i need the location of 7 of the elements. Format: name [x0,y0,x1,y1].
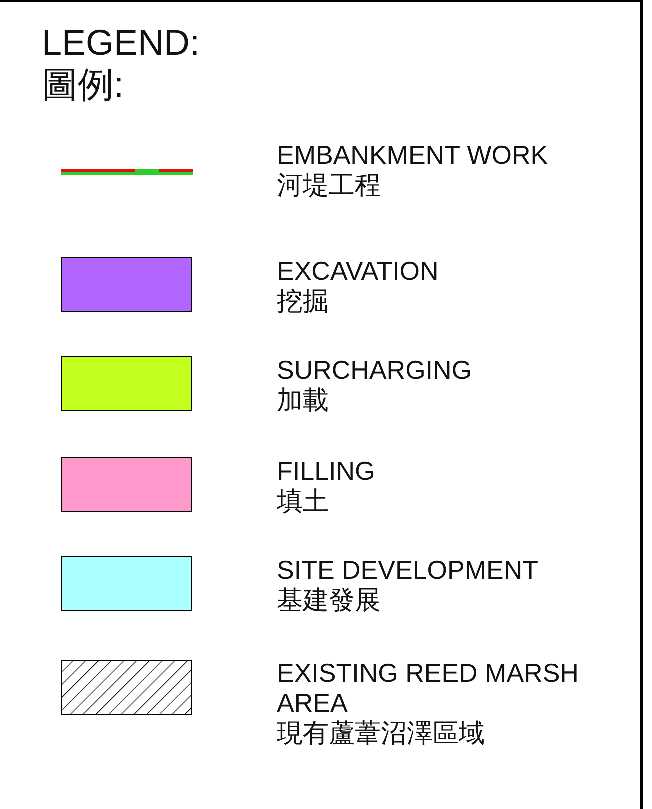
legend-label: EXISTING REED MARSH AREA 現有蘆葦沼澤區域 [277,658,580,748]
legend-label: SITE DEVELOPMENT 基建發展 [277,555,540,615]
legend-label: SURCHARGING 加載 [277,355,474,415]
legend-label: EXCAVATION 挖掘 [277,256,440,316]
legend-label: FILLING 填土 [277,456,376,516]
legend-title: LEGEND: 圖例: [42,22,200,106]
legend-label: EMBANKMENT WORK 河堤工程 [277,140,550,200]
